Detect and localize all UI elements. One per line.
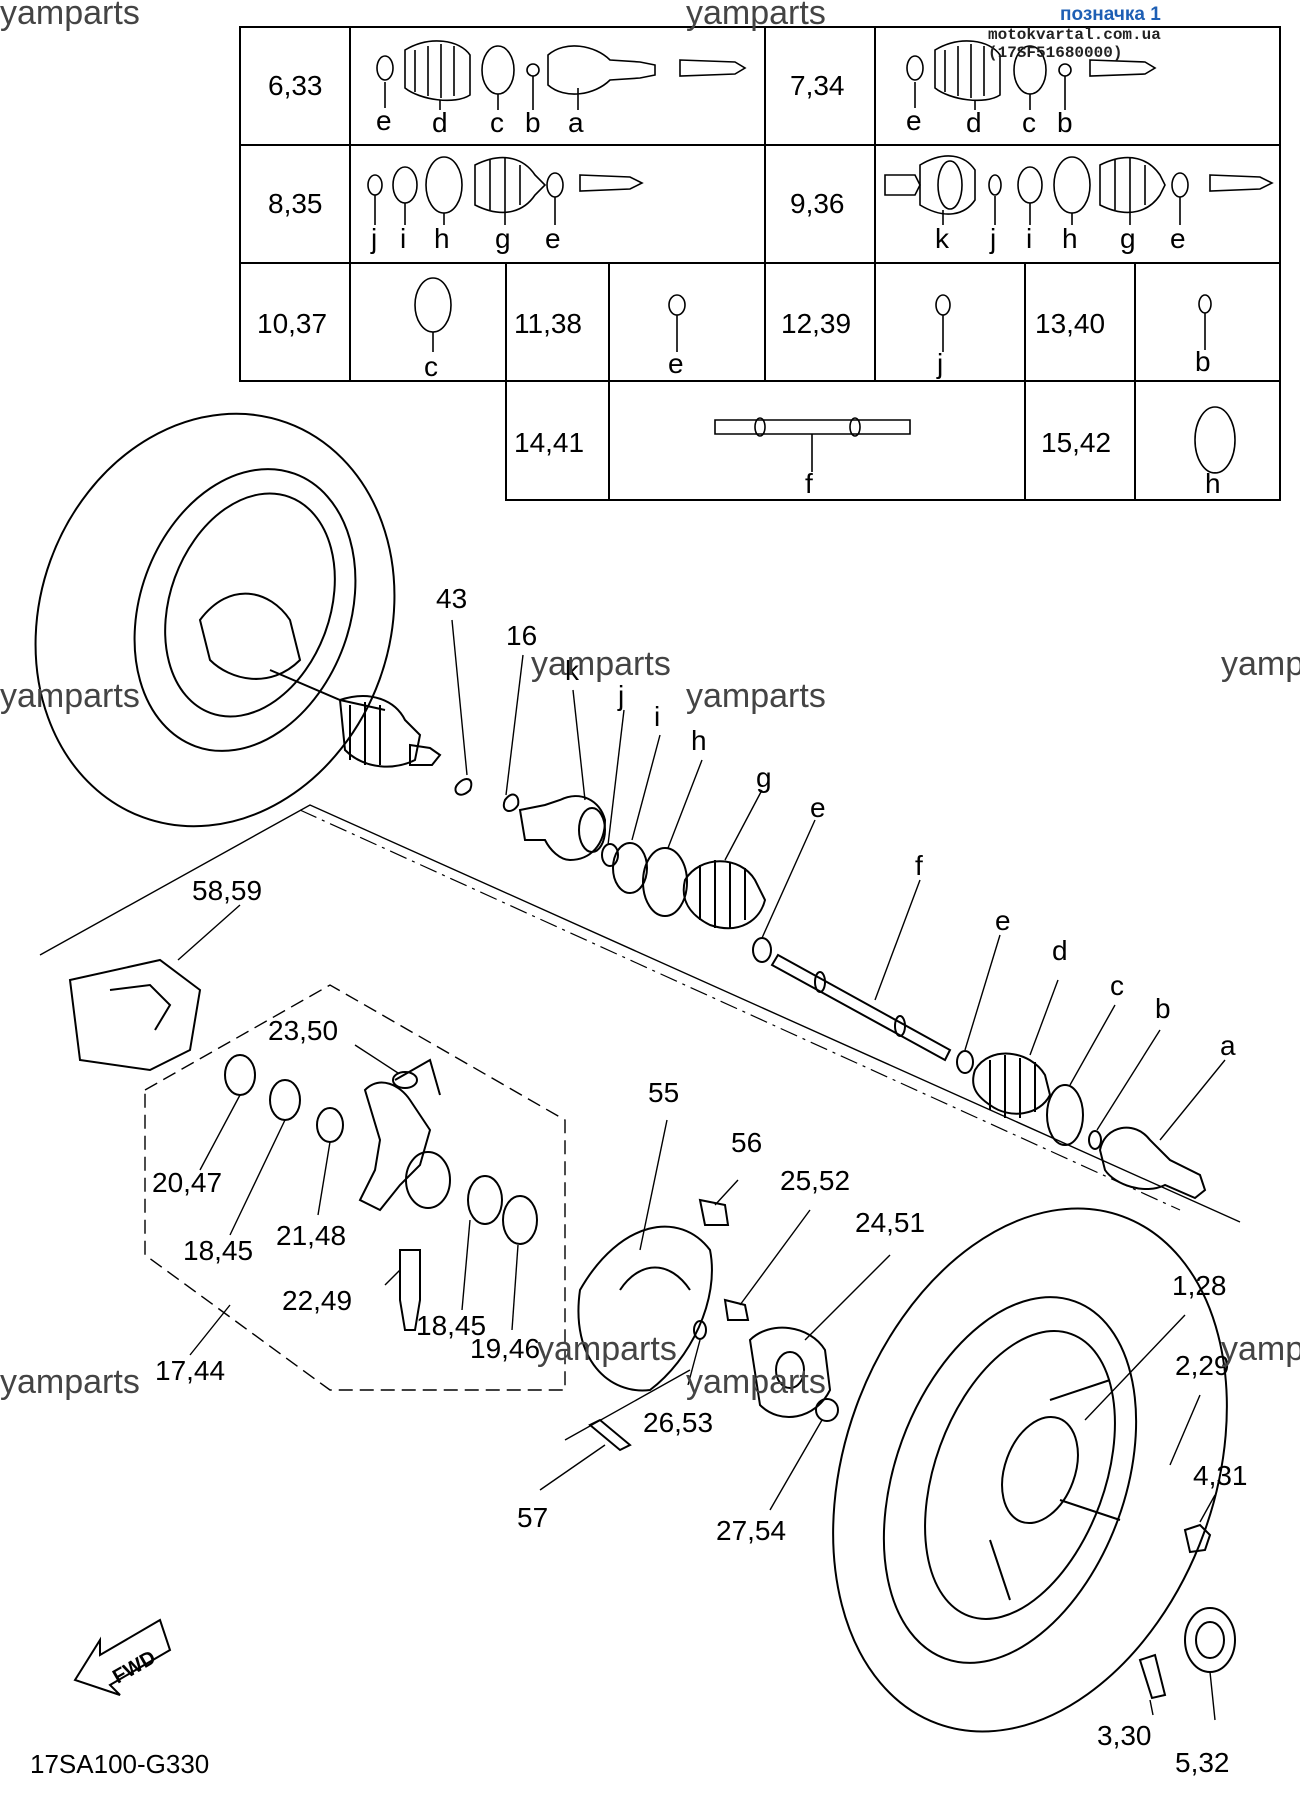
watermark: yamparts	[686, 677, 826, 715]
watermark: yamparts	[531, 645, 671, 683]
callout-20-47: 20,47	[152, 1167, 222, 1198]
callout-24-51: 24,51	[855, 1207, 925, 1238]
callout-5-32: 5,32	[1175, 1747, 1230, 1778]
callout-i: i	[654, 701, 660, 732]
letter-r2l-2: h	[434, 223, 450, 254]
cell-num-row4-0: 14,41	[514, 427, 584, 458]
letter-r2l-0: j	[370, 223, 377, 254]
letter-r1l-3: b	[525, 107, 541, 138]
header-source: motokvartal.com.ua (17SF51680000)	[988, 26, 1161, 62]
letter-r2l-3: g	[495, 223, 511, 254]
callout-e1: e	[810, 792, 826, 823]
callout-56: 56	[731, 1127, 762, 1158]
letter-r3-2: j	[936, 348, 943, 379]
watermark: yamparts	[686, 1363, 826, 1401]
watermark: yamparts	[686, 0, 826, 32]
callout-17-44: 17,44	[155, 1355, 225, 1386]
diagram-code: 17SA100-G330	[30, 1749, 209, 1779]
kit-table	[239, 26, 1281, 501]
letter-r1l-1: d	[432, 107, 448, 138]
fwd-label: FWD	[109, 1647, 159, 1689]
letter-r1l-0: e	[376, 105, 392, 136]
callout-55: 55	[648, 1077, 679, 1108]
callout-18-45b: 18,45	[416, 1310, 486, 1341]
callout-27-54: 27,54	[716, 1515, 786, 1546]
left-wheel	[34, 412, 442, 828]
callout-4-31: 4,31	[1193, 1460, 1248, 1491]
callout-43: 43	[436, 583, 467, 614]
cell-num-row1-left: 6,33	[268, 70, 323, 101]
callout-b: b	[1155, 993, 1171, 1024]
cell-num-row4-1: 15,42	[1041, 427, 1111, 458]
callout-j: j	[617, 680, 624, 711]
letter-r2r-2: i	[1026, 223, 1032, 254]
right-wheel	[832, 1207, 1236, 1733]
letter-r3-1: e	[668, 348, 684, 379]
callout-57: 57	[517, 1502, 548, 1533]
callout-e2: e	[995, 905, 1011, 936]
letter-r1r-3: b	[1057, 107, 1073, 138]
callout-26-53: 26,53	[643, 1407, 713, 1438]
watermark: yamparts	[0, 0, 140, 32]
fwd-arrow	[73, 1618, 172, 1696]
callout-a: a	[1220, 1030, 1236, 1061]
letter-r3-3: b	[1195, 346, 1211, 377]
letter-r2l-1: i	[400, 223, 406, 254]
watermark: yamparts	[537, 1330, 677, 1368]
letter-r4-1: h	[1205, 468, 1221, 499]
letter-r1r-1: d	[966, 107, 982, 138]
header-title: позначка 1	[1060, 4, 1161, 25]
callout-f: f	[915, 850, 923, 881]
callout-19-46: 19,46	[470, 1333, 540, 1364]
leader-lines	[177, 619, 1226, 1721]
disc-hub-group	[564, 1198, 839, 1452]
callout-22-49: 22,49	[282, 1285, 352, 1316]
letter-r2r-3: h	[1062, 223, 1078, 254]
cell-num-row2-left: 8,35	[268, 188, 323, 219]
letter-r4-0: f	[805, 468, 813, 499]
letter-r1r-2: c	[1022, 107, 1036, 138]
callout-18-45a: 18,45	[183, 1235, 253, 1266]
letter-r2r-0: k	[935, 223, 950, 254]
callout-h: h	[691, 725, 707, 756]
letter-r1l-4: a	[568, 107, 584, 138]
cell-num-row3-1: 11,38	[514, 308, 582, 339]
callout-c: c	[1110, 970, 1124, 1001]
letter-r2r-1: j	[989, 223, 996, 254]
callout-k: k	[565, 655, 580, 686]
callout-d: d	[1052, 935, 1068, 966]
cell-num-row3-3: 13,40	[1035, 308, 1105, 339]
letter-r1r-0: e	[906, 105, 922, 136]
watermark: yamp	[1221, 1330, 1300, 1368]
knuckle-group	[68, 958, 566, 1391]
letter-r1l-2: c	[490, 107, 504, 138]
callout-25-52: 25,52	[780, 1165, 850, 1196]
letter-r2r-5: e	[1170, 223, 1186, 254]
cell-num-row2-right: 9,36	[790, 188, 845, 219]
letter-r2l-4: e	[545, 223, 561, 254]
callout-g: g	[756, 762, 772, 793]
callout-23-50: 23,50	[268, 1015, 338, 1046]
watermark: yamparts	[0, 677, 140, 715]
letter-r2r-4: g	[1120, 223, 1136, 254]
callout-3-30: 3,30	[1097, 1720, 1152, 1751]
callout-2-29: 2,29	[1175, 1350, 1230, 1381]
cell-num-row3-0: 10,37	[257, 308, 327, 339]
watermark: yamparts	[0, 1363, 140, 1401]
watermark: yamp	[1221, 645, 1300, 683]
cell-num-row3-2: 12,39	[781, 308, 851, 339]
callout-1-28: 1,28	[1172, 1270, 1227, 1301]
callout-16: 16	[506, 620, 537, 651]
letter-r3-0: c	[424, 351, 438, 382]
callout-58-59: 58,59	[192, 875, 262, 906]
cell-num-row1-right: 7,34	[790, 70, 845, 101]
drive-shaft-assembly	[454, 778, 1207, 1200]
callout-21-48: 21,48	[276, 1220, 346, 1251]
